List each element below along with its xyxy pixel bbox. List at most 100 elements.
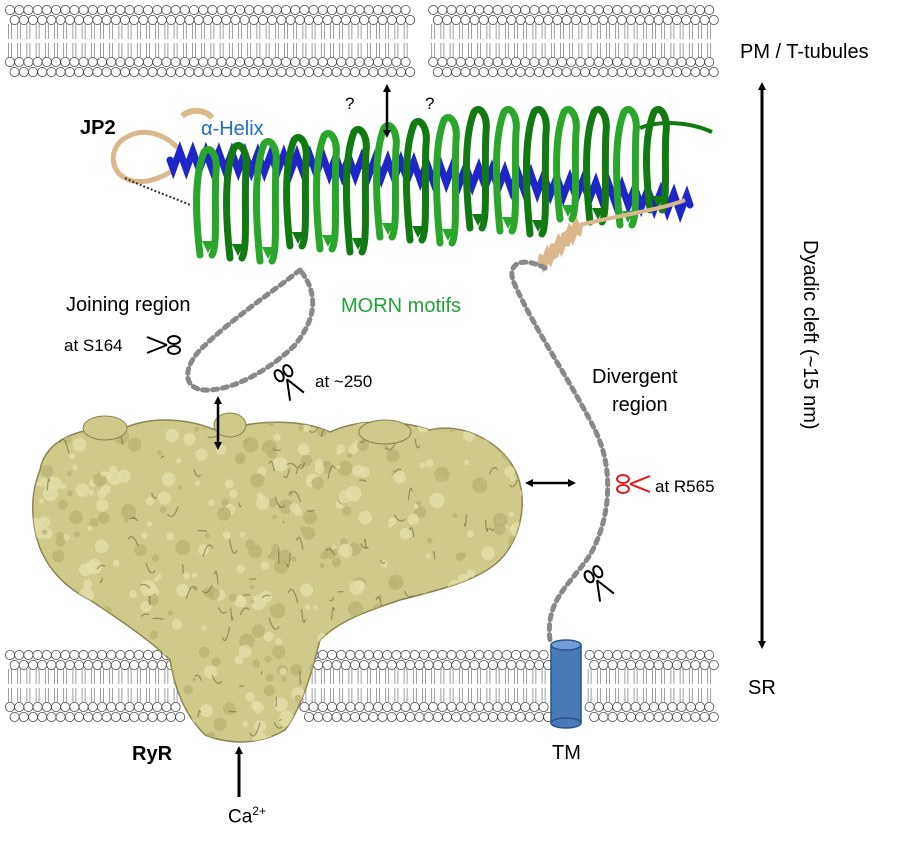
lipid-head [488,15,497,24]
lipid-head [383,650,392,659]
lipid-head [125,702,134,711]
lipid-head [534,67,543,76]
lipid-head [484,702,493,711]
lipid-tail-upper [147,24,150,39]
ryr-density-blob [250,599,254,603]
lipid-tail-lower [377,688,380,703]
ryr-density-blob [497,417,505,425]
ryr-density-blob [261,561,270,570]
lipid-head [695,650,704,659]
lipid-head [97,650,106,659]
lipid-head [484,650,493,659]
scissor-handle [168,346,180,354]
lipid-head [617,67,626,76]
ryr-density-blob [264,685,275,696]
ryr-density-blob [43,690,51,698]
ryr-density-blob [275,638,282,645]
lipid-head [709,15,718,24]
lipid-tail-lower [36,688,39,703]
ryr-crease [183,565,184,574]
ryr-crease [314,733,321,734]
lipid-head [15,702,24,711]
ryr-density-blob [498,572,512,586]
scissor-blade [630,484,650,492]
lipid-head [590,15,599,24]
lipid-head [470,67,479,76]
lipid-tail-upper [165,669,168,684]
lipid-tail-lower [579,43,582,58]
lipid-head [401,702,410,711]
lipid-tail-upper [597,24,600,39]
lipid-tail-lower [285,43,288,58]
lipid-head [590,660,599,669]
lipid-head [125,650,134,659]
lipid-tail-upper [147,669,150,684]
lipid-tail-lower [588,43,591,58]
lipid-head [134,650,143,659]
lipid-head [314,712,323,721]
lipid-tail-upper [496,669,499,684]
lipid-head [346,650,355,659]
lipid-head [134,5,143,14]
lipid-tail-upper [386,24,389,39]
lipid-tail-lower [708,688,711,703]
ryr-density-blob [311,477,324,490]
ryr-density-blob [508,535,521,548]
lipid-tail-lower [441,43,444,58]
ryr-density-blob [123,677,128,682]
morn-hairpin [317,133,337,249]
lipid-head [475,5,484,14]
lipid-tail-upper [377,24,380,39]
lipid-head [300,702,309,711]
lipid-tail-lower [266,43,269,58]
lipid-tail-lower [671,688,674,703]
lipid-head [134,702,143,711]
lipid-head [88,57,97,66]
lipid-tail-upper [110,669,113,684]
lipid-head [217,5,226,14]
lipid-tail-lower [156,688,159,703]
lipid-head [695,5,704,14]
lipid-head [139,15,148,24]
lipid-head [470,15,479,24]
lipid-tail-lower [45,688,48,703]
lipid-head [456,57,465,66]
ryr-density-blob [37,425,46,434]
lipid-tail-upper [82,24,85,39]
ryr-density-blob [195,427,200,432]
lipid-head [157,712,166,721]
ryr-density-blob [229,593,237,601]
lipid-head [649,702,658,711]
lipid-head [557,5,566,14]
lipid-tail-upper [229,24,232,39]
ryr-density-blob [223,531,231,539]
lipid-head [337,650,346,659]
ryr-density-blob [72,438,86,452]
lipid-tail-lower [367,688,370,703]
ryr-density-blob [294,695,301,702]
ryr-density-blob [300,722,313,735]
ryr-density-blob [465,729,474,738]
ryr-density-blob [75,730,89,744]
alpha-helix-label: α-Helix [201,119,264,139]
lipid-tail-upper [349,24,352,39]
lipid-head [268,15,277,24]
lipid-head [272,57,281,66]
lipid-head [709,67,718,76]
lipid-head [452,67,461,76]
lipid-head [70,702,79,711]
lipid-tail-upper [699,24,702,39]
lipid-head [74,660,83,669]
lipid-head [222,15,231,24]
lipid-tail-lower [478,43,481,58]
ryr-density-blob [72,465,78,471]
lipid-head [507,67,516,76]
ryr-density-blob [74,531,80,537]
lipid-head [392,57,401,66]
lipid-head [102,15,111,24]
lipid-tail-lower [358,43,361,58]
lipid-head [530,650,539,659]
lipid-head [585,702,594,711]
ryr-density-blob [58,500,68,510]
lipid-tail-lower [441,688,444,703]
